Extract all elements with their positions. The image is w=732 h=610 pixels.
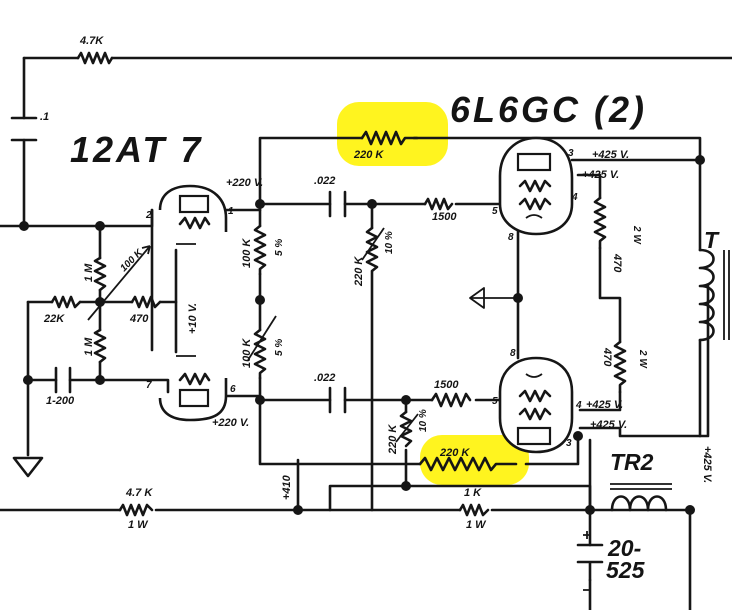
label-r-grid-ret-mid: 100 K — [118, 247, 145, 274]
label-r-fb-top: 220 K — [353, 149, 384, 161]
capacitor-022-upper — [328, 190, 347, 218]
label-pin-8-upper: 8 — [508, 232, 514, 243]
label-v-heater: +10 V. — [187, 303, 199, 334]
label-r-screen-upper-w: 2 W — [631, 225, 642, 245]
label-r-top: 4.7K — [79, 35, 104, 47]
label-r-pot-upper: 10 % — [384, 231, 395, 254]
label-r-screen-upper: 470 — [611, 253, 623, 273]
label-pin-4-upper: 4 — [571, 192, 578, 203]
label-tr2: TR2 — [610, 449, 654, 475]
label-r-bottom2: 1 K — [464, 487, 482, 499]
label-cap-filter-v: 525 — [606, 557, 646, 583]
resistor-22k — [50, 295, 82, 309]
resistor-1m-upper — [93, 256, 107, 292]
label-v-425-1: +425 V. — [592, 149, 629, 161]
resistor-1k-bottom — [458, 503, 490, 517]
title-6l6gc: 6L6GC (2) — [450, 89, 647, 130]
resistor-220k-bias-upper — [365, 226, 379, 273]
label-v-425-3: +425 V. — [586, 399, 623, 411]
label-pin-5-upper: 5 — [492, 206, 498, 217]
capacitors — [10, 116, 604, 591]
label-pin-3-lower: 3 — [566, 438, 572, 449]
label-pin-8-lower: 8 — [510, 348, 516, 359]
capacitor-0-1 — [10, 116, 38, 142]
transformer-tr1 — [698, 248, 730, 342]
tube-6l6gc-lower — [498, 356, 574, 454]
label-r-bias-upper: 220 K — [353, 256, 365, 287]
junction-dots — [19, 155, 705, 515]
label-pin-1: 1 — [228, 206, 234, 217]
wiring — [0, 56, 732, 610]
label-pin-3-upper: 3 — [568, 148, 574, 159]
label-r-plate-lower: 100 K — [241, 338, 253, 368]
label-r-grid-ret-lower: 1 M — [83, 337, 95, 356]
resistor-1500-lower — [430, 392, 472, 408]
label-r-fb-bottom: 220 K — [439, 447, 470, 459]
label-pin-6: 6 — [230, 384, 236, 395]
label-r-bias-lower: 220 K — [387, 424, 399, 455]
resistor-4k7-bottom — [118, 503, 154, 517]
label-cap-bypass: 1-200 — [46, 395, 75, 407]
label-v-425-4: +425 V. — [590, 419, 627, 431]
transformer-tr2 — [610, 483, 672, 512]
resistor-220k-top — [360, 130, 419, 146]
label-cap-filter-val: 20- — [607, 535, 641, 561]
label-c-top: .1 — [40, 111, 49, 123]
label-r-cath-right: 470 — [129, 313, 149, 325]
label-v-425-2: +425 V. — [582, 169, 619, 181]
label-r-bottom2-w: 1 W — [466, 519, 487, 531]
resistor-1500-upper — [423, 197, 454, 211]
label-pin-5-lower: 5 — [492, 396, 498, 407]
label-r-bottom-w: 1 W — [128, 519, 149, 531]
label-v-410: +410 — [281, 474, 293, 500]
resistor-1m-lower — [93, 328, 107, 364]
resistor-220k-bottom — [418, 456, 518, 472]
label-r-plate-lower-w: 5 % — [274, 339, 285, 356]
resistor-100k-upper — [253, 224, 267, 276]
title-12at7: 12AT 7 — [70, 129, 203, 170]
capacitor-022-lower — [328, 386, 347, 414]
resistor-470-screen-lower — [613, 340, 627, 394]
label-r-screen-lower: 470 — [601, 347, 613, 367]
resistor-470-cathode — [130, 295, 162, 309]
label-pin-2: 2 — [145, 210, 152, 221]
label-r-screen-lower-w: 2 W — [637, 349, 648, 369]
tube-12at7 — [158, 184, 228, 422]
highlight-top-220k — [337, 102, 448, 166]
capacitor-bypass — [54, 366, 72, 394]
resistor-470-screen-upper — [593, 196, 607, 250]
label-cap-upper: .022 — [314, 175, 335, 187]
label-r-plate-upper-w: 5 % — [274, 239, 285, 256]
resistors — [50, 51, 627, 517]
capacitor-filter — [576, 543, 604, 582]
label-pin-7: 7 — [146, 380, 152, 391]
ground-symbol — [12, 456, 44, 478]
label-r-plate-upper: 100 K — [241, 238, 253, 268]
label-r-bottom: 4.7 K — [125, 487, 153, 499]
label-r-grid-ret-upper: 1 M — [83, 263, 95, 282]
label-v-plate-lower: +220 V. — [212, 417, 249, 429]
label-r-cath-left: 22K — [43, 313, 65, 325]
label-r-grid-lower: 1500 — [434, 379, 459, 391]
label-cap-lower: .022 — [314, 372, 335, 384]
label-pin-4-lower: 4 — [575, 400, 582, 411]
resistor-4k7-top — [76, 51, 114, 65]
label-v-425-side: +425 V. — [701, 446, 713, 483]
label-r-grid-upper: 1500 — [432, 211, 457, 223]
label-v-plate-upper: +220 V. — [226, 177, 263, 189]
tube-6l6gc-upper — [498, 136, 574, 236]
bias-arrow — [469, 287, 485, 309]
label-r-pot-lower: 10 % — [418, 409, 429, 432]
label-tr1: T — [704, 227, 720, 253]
